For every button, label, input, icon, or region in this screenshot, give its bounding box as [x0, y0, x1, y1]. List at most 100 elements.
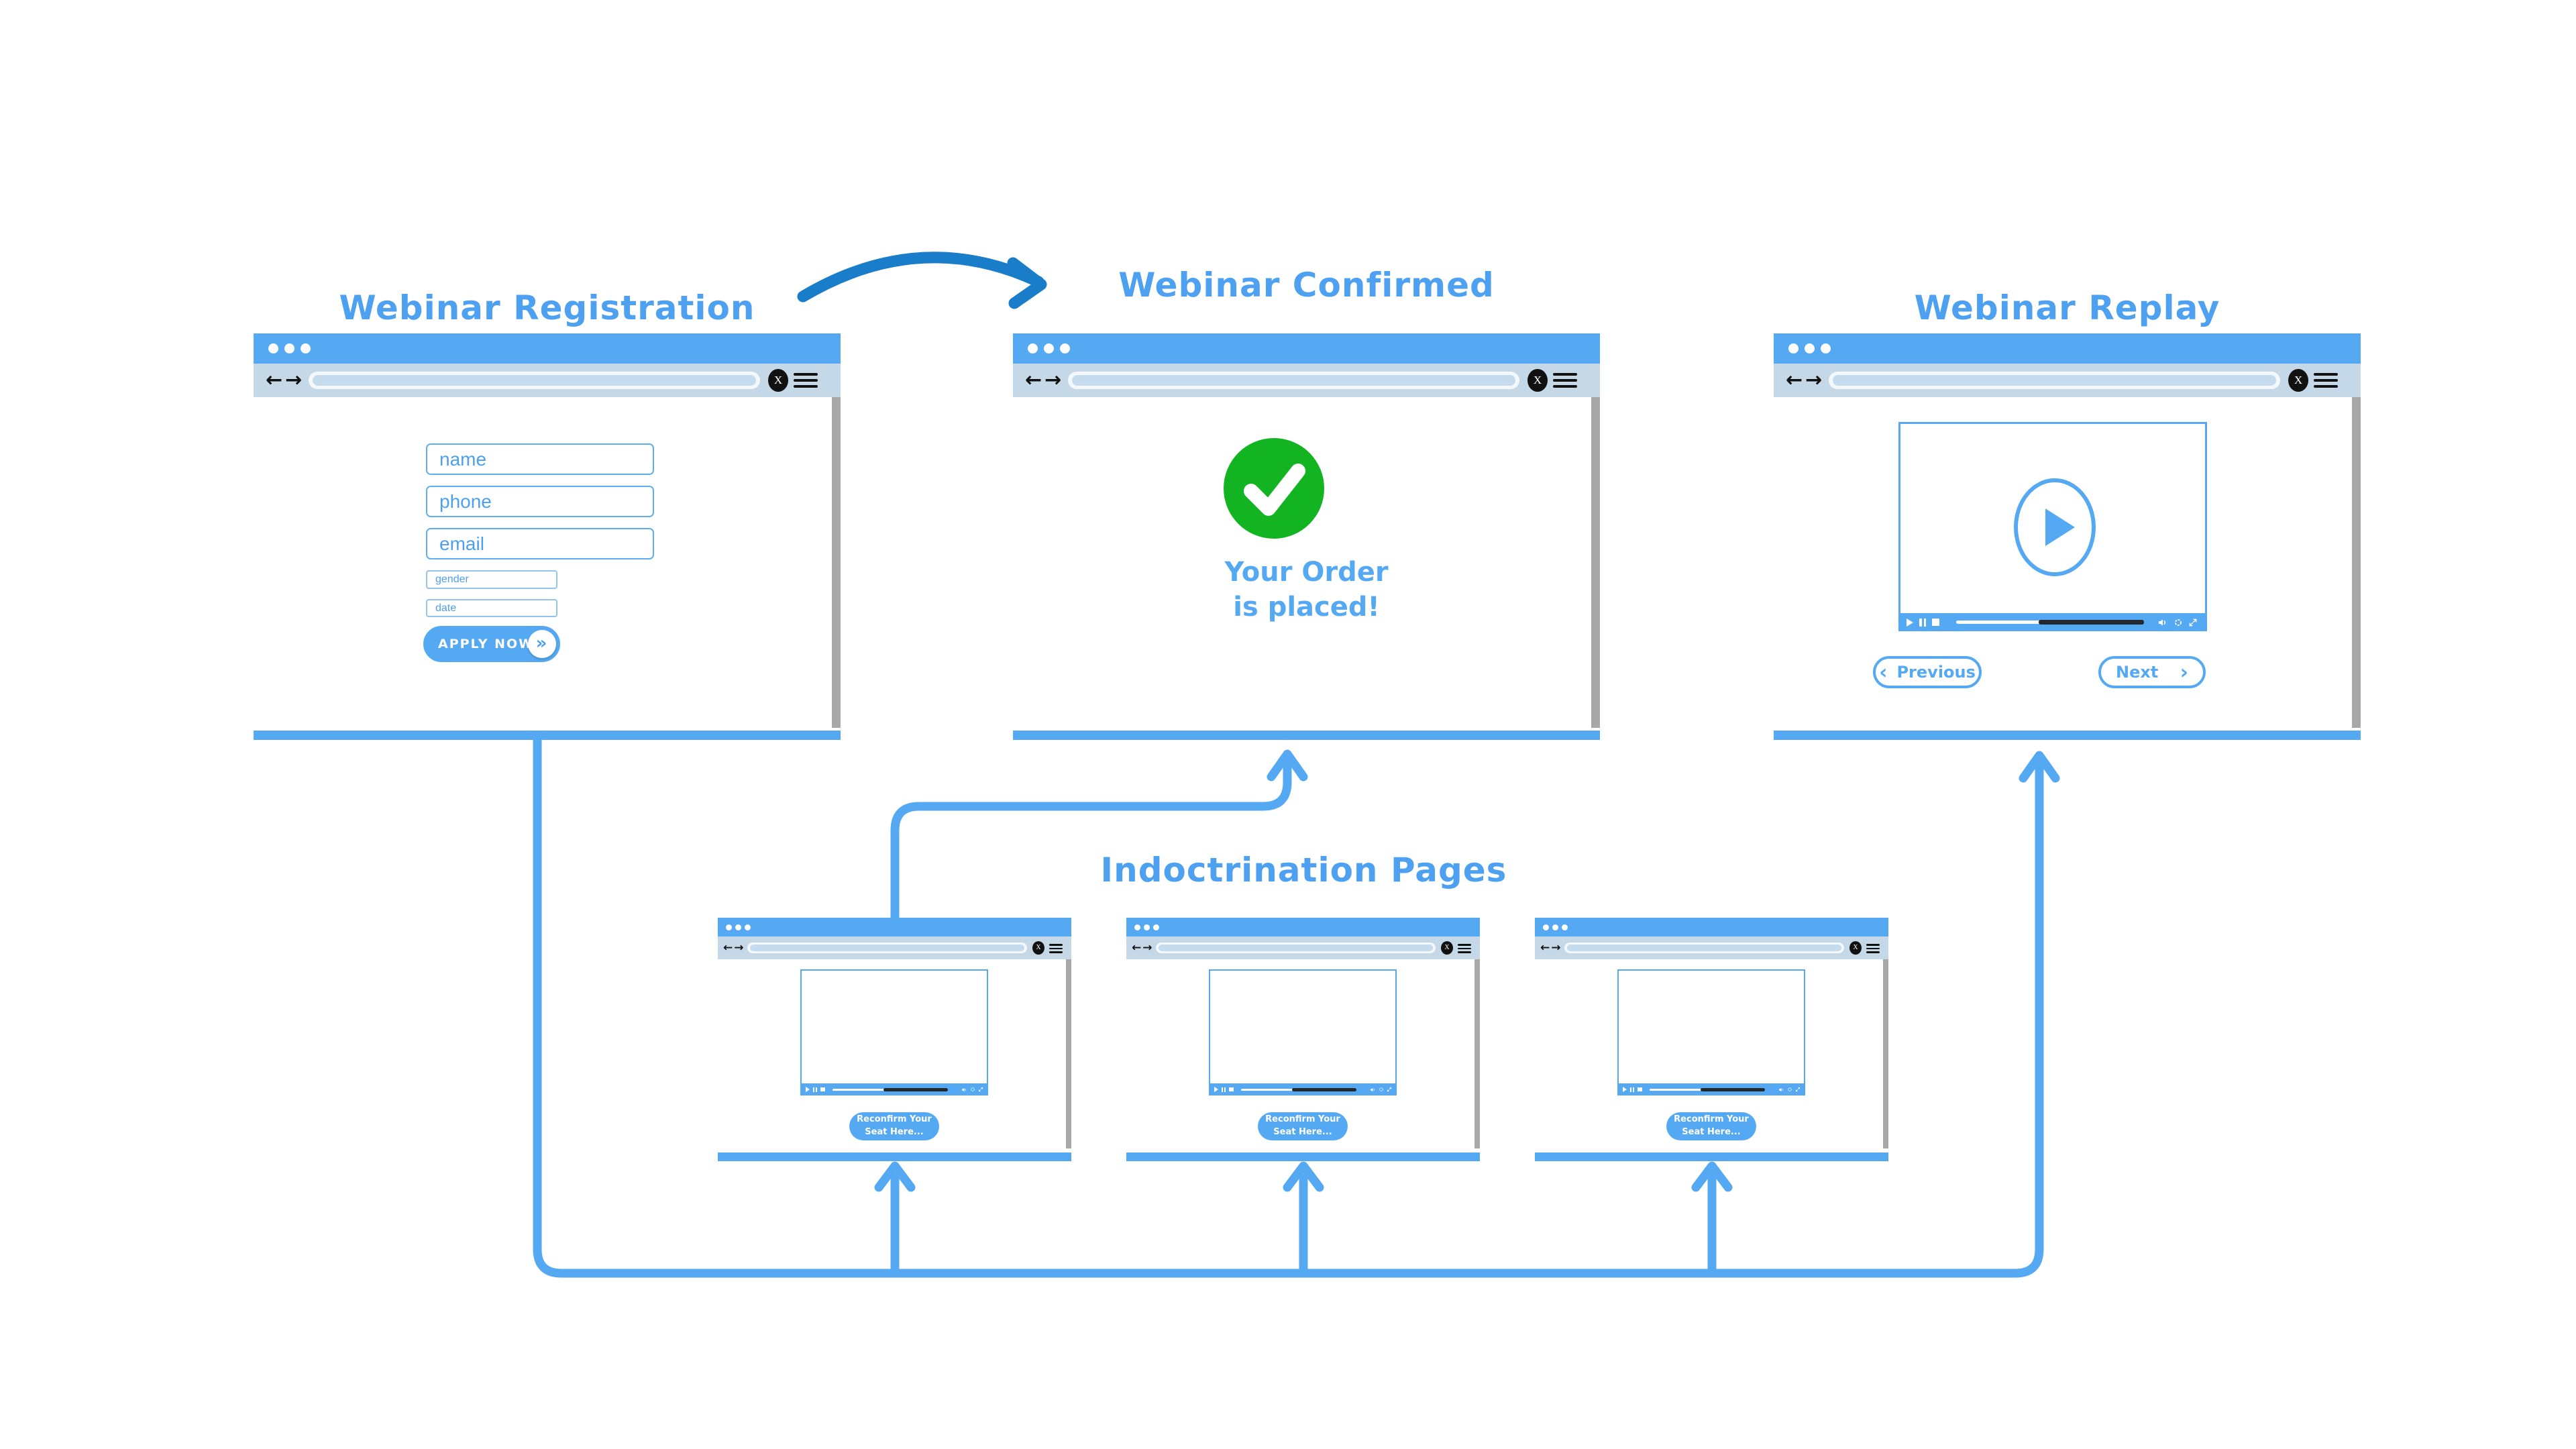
replay-bottom-bar — [1774, 731, 2361, 740]
scrollbar[interactable] — [1591, 397, 1600, 728]
menu-icon[interactable] — [2314, 373, 2338, 391]
pause-icon[interactable] — [1222, 1087, 1226, 1092]
url-bar-fill — [1567, 945, 1841, 951]
play-icon[interactable] — [1623, 1087, 1627, 1092]
fullscreen-icon[interactable] — [978, 1087, 983, 1092]
video-progress-bar[interactable] — [833, 1087, 948, 1091]
video-progress-bar[interactable] — [1241, 1087, 1356, 1091]
arrowhead-page1 — [874, 1161, 916, 1192]
x-logo-icon[interactable]: X — [1441, 941, 1453, 955]
reconfirm-seat-button[interactable]: Reconfirm Your Seat Here... — [1666, 1112, 1756, 1140]
arrowhead-page2 — [1283, 1161, 1324, 1192]
back-icon: ← — [1786, 368, 1806, 392]
volume-icon[interactable] — [2157, 617, 2168, 628]
reconfirm-line1: Reconfirm Your — [1265, 1114, 1340, 1125]
email-field[interactable] — [426, 528, 654, 559]
back-icon: ← — [1025, 368, 1045, 392]
traffic-light-dot — [1788, 343, 1799, 354]
traffic-light-dot — [268, 343, 278, 354]
url-bar[interactable] — [309, 372, 760, 389]
stop-icon[interactable] — [1638, 1087, 1642, 1092]
fullscreen-icon[interactable] — [1795, 1087, 1801, 1092]
scrollbar[interactable] — [1883, 959, 1888, 1148]
back-forward-icons[interactable]: ←→ — [266, 364, 305, 397]
back-forward-icons[interactable]: ←→ — [1540, 936, 1562, 959]
menu-icon[interactable] — [1458, 944, 1471, 955]
menu-icon[interactable] — [1553, 373, 1577, 391]
x-logo-icon[interactable]: X — [2288, 369, 2308, 392]
indoctrination-title: Indoctrination Pages — [1100, 851, 1507, 890]
fullscreen-icon[interactable] — [2188, 618, 2198, 627]
browser-toolbar: ←→ X — [1774, 364, 2361, 397]
video-controls-bar — [800, 1083, 988, 1095]
scrollbar[interactable] — [1066, 959, 1071, 1148]
menu-icon[interactable] — [1866, 944, 1880, 955]
replay-window: ←→ X — [1774, 333, 2361, 728]
previous-button[interactable]: ‹ Previous — [1873, 656, 1982, 688]
window-titlebar — [718, 918, 1071, 936]
name-field[interactable] — [426, 443, 654, 475]
scrollbar[interactable] — [1474, 959, 1480, 1148]
reconfirm-seat-button[interactable]: Reconfirm Your Seat Here... — [849, 1112, 939, 1140]
apply-now-button[interactable]: APPLY NOW » — [423, 626, 560, 662]
play-icon[interactable] — [1907, 618, 1913, 627]
menu-icon[interactable] — [1049, 944, 1063, 955]
video-progress-remaining — [1700, 1087, 1765, 1091]
x-logo-icon[interactable]: X — [1032, 941, 1044, 955]
settings-icon[interactable] — [2174, 618, 2183, 627]
traffic-light-dot — [1060, 343, 1070, 354]
settings-icon[interactable] — [970, 1087, 975, 1092]
video-progress-bar[interactable] — [1956, 620, 2144, 625]
play-icon[interactable] — [1214, 1087, 1218, 1092]
window-titlebar — [1535, 918, 1888, 936]
indoctrination-window-2: ←→ X — [1126, 918, 1480, 1148]
pause-icon[interactable] — [1919, 618, 1926, 627]
url-bar[interactable] — [1156, 943, 1436, 953]
apply-now-label: APPLY NOW — [438, 637, 535, 651]
url-bar[interactable] — [1564, 943, 1844, 953]
forward-icon: → — [1805, 368, 1825, 392]
url-bar[interactable] — [1829, 372, 2280, 389]
traffic-light-dot — [1134, 924, 1140, 930]
next-button[interactable]: Next › — [2098, 656, 2206, 688]
back-forward-icons[interactable]: ←→ — [723, 936, 745, 959]
menu-icon[interactable] — [794, 373, 818, 391]
pause-icon[interactable] — [813, 1087, 817, 1092]
back-forward-icons[interactable]: ←→ — [1132, 936, 1154, 959]
forward-icon: → — [1044, 368, 1065, 392]
pause-icon[interactable] — [1630, 1087, 1634, 1092]
phone-field[interactable] — [426, 486, 654, 517]
date-field[interactable] — [426, 599, 557, 617]
indoctrination-3-bottom-bar — [1535, 1152, 1888, 1161]
back-forward-icons[interactable]: ←→ — [1025, 364, 1064, 397]
x-logo-icon[interactable]: X — [1527, 369, 1548, 392]
stop-icon[interactable] — [1229, 1087, 1234, 1092]
stop-icon[interactable] — [1932, 619, 1939, 626]
fullscreen-icon[interactable] — [1387, 1087, 1392, 1092]
connector-trunk — [533, 735, 2044, 1278]
settings-icon[interactable] — [1787, 1087, 1792, 1092]
scrollbar[interactable] — [832, 397, 841, 728]
back-forward-icons[interactable]: ←→ — [1786, 364, 1825, 397]
url-bar-fill — [1159, 945, 1433, 951]
volume-icon[interactable] — [1370, 1087, 1376, 1093]
reconfirm-seat-button[interactable]: Reconfirm Your Seat Here... — [1258, 1112, 1348, 1140]
gender-field[interactable] — [426, 570, 557, 589]
x-logo-icon[interactable]: X — [768, 369, 788, 392]
video-controls-bar — [1209, 1083, 1397, 1095]
x-logo-icon[interactable]: X — [1849, 941, 1862, 955]
reconfirm-line1: Reconfirm Your — [857, 1114, 932, 1125]
settings-icon[interactable] — [1379, 1087, 1384, 1092]
url-bar[interactable] — [1068, 372, 1519, 389]
play-icon[interactable] — [806, 1087, 810, 1092]
url-bar[interactable] — [747, 943, 1027, 953]
stop-icon[interactable] — [820, 1087, 825, 1092]
scrollbar[interactable] — [2352, 397, 2361, 728]
play-button-icon[interactable] — [2013, 478, 2096, 577]
video-progress-bar[interactable] — [1650, 1087, 1765, 1091]
volume-icon[interactable] — [1778, 1087, 1784, 1093]
volume-icon[interactable] — [961, 1087, 967, 1093]
video-progress-remaining — [1291, 1087, 1356, 1091]
